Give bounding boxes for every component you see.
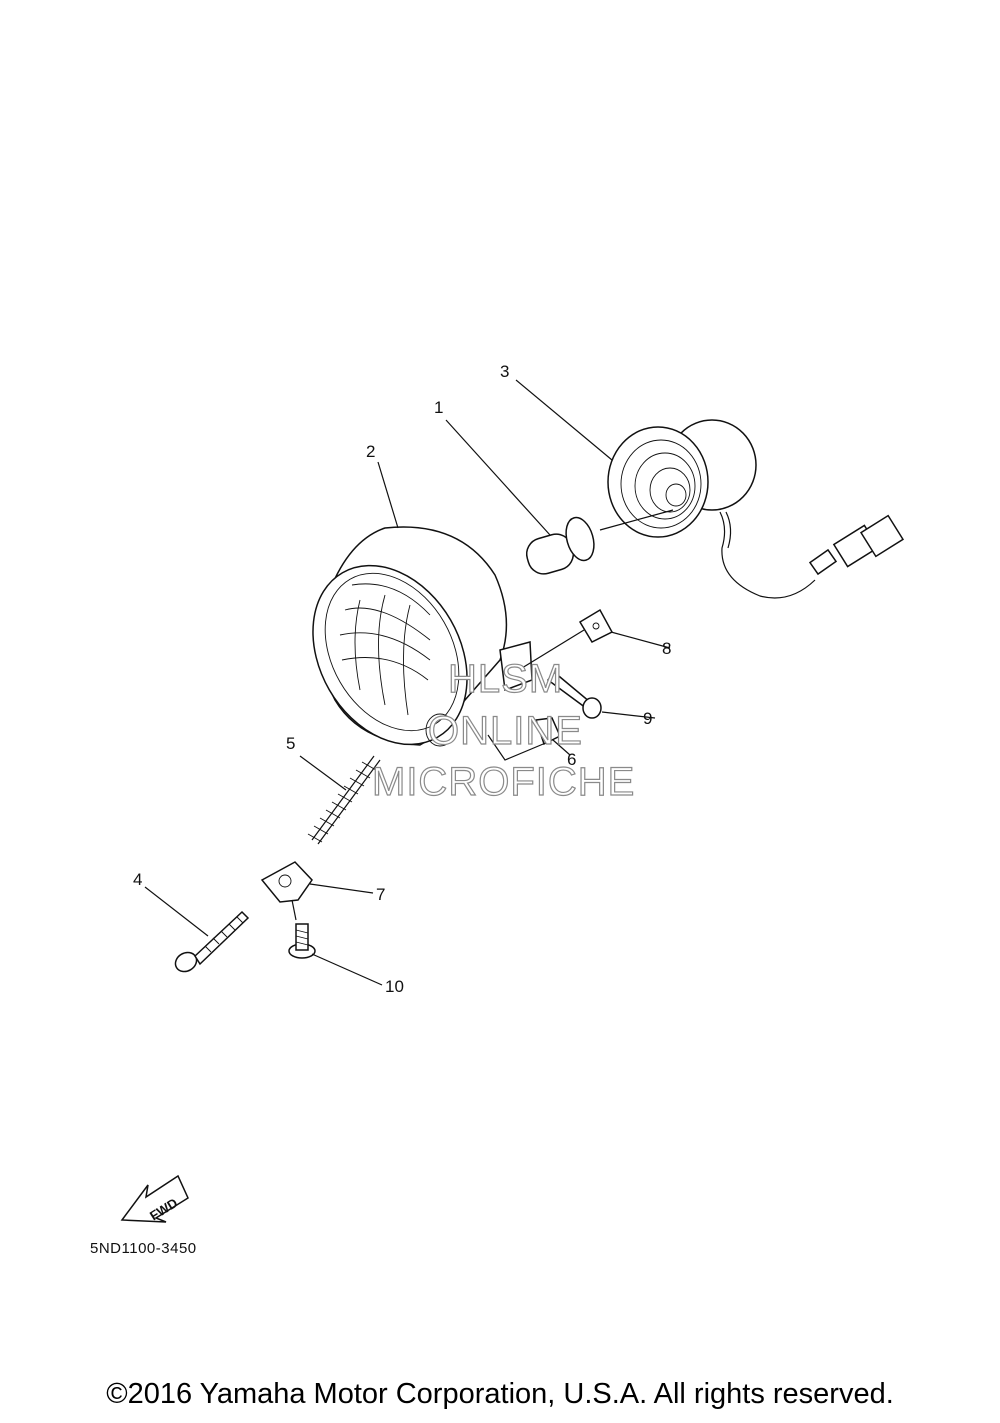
callout-8: 8 — [662, 639, 671, 658]
hardware-parts — [487, 608, 614, 761]
callout-7: 7 — [376, 885, 385, 904]
watermark-line-3: MICROFICHE — [372, 760, 635, 804]
small-screw-part — [288, 923, 316, 959]
callout-10: 10 — [385, 977, 404, 996]
callout-6: 6 — [567, 750, 576, 769]
bulb-socket-part — [607, 419, 905, 599]
callout-3: 3 — [500, 362, 509, 381]
leader-lines — [144, 379, 671, 986]
long-screw-part — [174, 910, 250, 973]
copyright-notice: ©2016 Yamaha Motor Corporation, U.S.A. A… — [106, 1378, 894, 1410]
callout-4: 4 — [133, 870, 142, 889]
headlight-part — [312, 526, 533, 747]
callout-9: 9 — [643, 709, 652, 728]
fwd-arrow-icon: FWD — [120, 1174, 189, 1223]
watermark-line-1: HLSM — [448, 657, 563, 701]
watermark-line-2: ONLINE — [428, 709, 583, 753]
callout-2: 2 — [366, 442, 375, 461]
callout-1: 1 — [434, 398, 443, 417]
spring-part — [307, 755, 381, 845]
diagram-code: 5ND1100-3450 — [90, 1240, 197, 1257]
bulb-part — [525, 509, 674, 575]
callout-5: 5 — [286, 734, 295, 753]
bracket-part — [260, 861, 313, 921]
